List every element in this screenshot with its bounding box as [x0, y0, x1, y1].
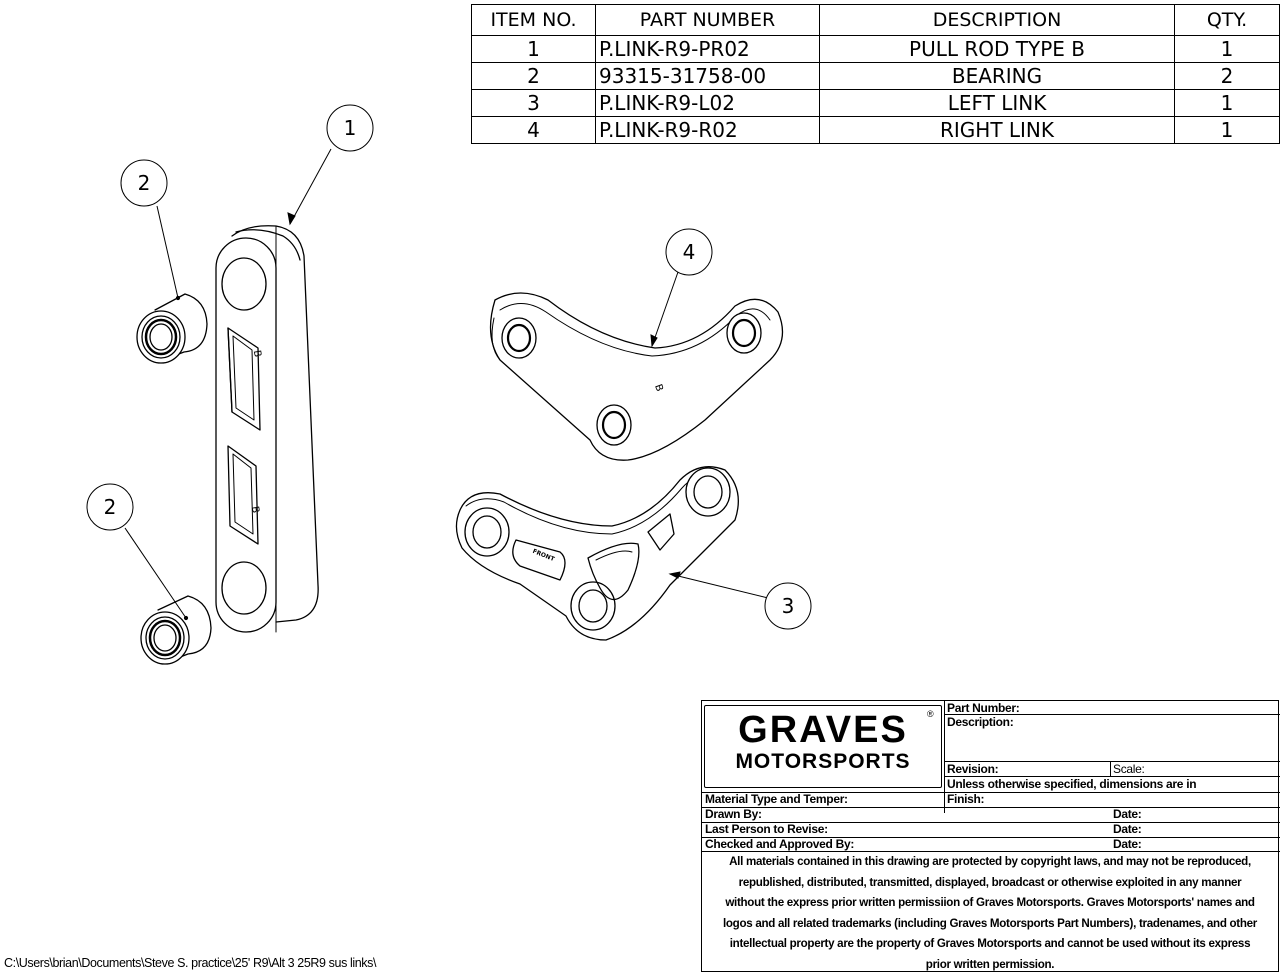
part-number-label: Part Number:: [947, 701, 1020, 715]
bom-header-part-number: PART NUMBER: [595, 4, 820, 36]
balloon-2-top-circle: [120, 159, 168, 207]
balloon-3-label: 3: [782, 594, 795, 618]
date-label: Date:: [1113, 807, 1142, 821]
bom-part-number: P.LINK-R9-L02: [595, 89, 820, 117]
tb-divider: [702, 792, 1280, 793]
registered-mark-icon: ®: [927, 709, 934, 719]
bearing-bottom-part: [140, 595, 212, 665]
balloon-3-circle: [764, 582, 812, 630]
bom-description: LEFT LINK: [819, 89, 1175, 117]
bom-qty: 1: [1174, 89, 1280, 117]
bom-row: 3 P.LINK-R9-L02 LEFT LINK 1: [471, 89, 1280, 117]
units-note: Unless otherwise specified, dimensions a…: [947, 777, 1197, 791]
logo-graves-text: GRAVES: [738, 709, 908, 751]
description-label: Description:: [947, 715, 1014, 729]
bill-of-materials-table: ITEM NO. PART NUMBER DESCRIPTION QTY. 1 …: [471, 4, 1280, 144]
leader-2-bottom: [124, 527, 187, 619]
copyright-notice: All materials contained in this drawing …: [702, 852, 1278, 975]
tb-divider: [1110, 761, 1111, 776]
copyright-line: without the express prior written permis…: [725, 896, 1255, 909]
leader-1: [289, 148, 332, 225]
leader-2-bottom-dot: [183, 615, 189, 621]
copyright-line: republished, distributed, transmitted, d…: [738, 875, 1242, 889]
bom-row: 4 P.LINK-R9-R02 RIGHT LINK 1: [471, 116, 1280, 144]
title-block: GRAVES MOTORSPORTS ® Part Number: Descri…: [701, 700, 1280, 975]
balloon-2-bottom-label: 2: [104, 495, 117, 519]
balloon-4-label: 4: [683, 240, 696, 264]
logo-motorsports-text: MOTORSPORTS: [735, 750, 911, 773]
bom-description: PULL ROD TYPE B: [819, 35, 1175, 63]
graves-logo: GRAVES MOTORSPORTS ®: [704, 705, 942, 788]
pull-rod-b-mark-2: B: [249, 505, 261, 514]
balloon-4-circle: [665, 228, 713, 276]
tb-divider: [944, 776, 1280, 777]
bom-row: 1 P.LINK-R9-PR02 PULL ROD TYPE B 1: [471, 35, 1280, 63]
copyright-line: intellectual property are the property o…: [729, 937, 1251, 950]
pull-rod-b-mark-1: B: [251, 349, 263, 358]
revision-label: Revision:: [947, 762, 999, 776]
copyright-line: logos and all related trademarks (includ…: [722, 916, 1258, 930]
tb-divider: [944, 798, 945, 813]
leader-2-top-dot: [175, 295, 181, 301]
file-path: C:\Users\brian\Documents\Steve S. practi…: [4, 956, 377, 970]
balloon-2-bottom-circle: [86, 483, 134, 531]
right-link-b-mark: B: [652, 383, 665, 393]
last-revise-label: Last Person to Revise:: [705, 822, 828, 836]
bom-header-item: ITEM NO.: [471, 4, 596, 36]
bom-item: 2: [471, 62, 596, 90]
balloon-2-top-label: 2: [138, 171, 151, 195]
leader-3-arrow: [668, 571, 681, 579]
bom-header-description: DESCRIPTION: [819, 4, 1175, 36]
leader-3: [669, 573, 769, 599]
bom-part-number: P.LINK-R9-R02: [595, 116, 820, 144]
bom-header-qty: QTY.: [1174, 4, 1280, 36]
balloon-1-label: 1: [344, 116, 357, 140]
bom-item: 4: [471, 116, 596, 144]
tb-divider: [702, 851, 1280, 852]
right-link-part: [489, 292, 784, 461]
bom-description: RIGHT LINK: [819, 116, 1175, 144]
leader-4-arrow: [650, 334, 658, 348]
tb-divider: [944, 714, 1280, 715]
balloon-1-circle: [326, 104, 374, 152]
date-label: Date:: [1113, 822, 1142, 836]
left-link-part: [455, 466, 739, 641]
bom-row: 2 93315-31758-00 BEARING 2: [471, 62, 1280, 90]
pull-rod-part: [215, 225, 319, 633]
bom-description: BEARING: [819, 62, 1175, 90]
bearing-top-part: [136, 293, 208, 364]
bom-qty: 1: [1174, 116, 1280, 144]
leader-1-arrow: [287, 212, 296, 226]
leader-2-top: [156, 205, 179, 299]
tb-divider: [944, 701, 945, 798]
copyright-line: prior written permission.: [925, 957, 1055, 971]
tb-divider: [702, 837, 1280, 838]
bom-qty: 1: [1174, 35, 1280, 63]
bom-qty: 2: [1174, 62, 1280, 90]
bom-part-number: 93315-31758-00: [595, 62, 820, 90]
bom-header-row: ITEM NO. PART NUMBER DESCRIPTION QTY.: [471, 4, 1280, 36]
tb-divider: [944, 761, 1280, 762]
date-label: Date:: [1113, 837, 1142, 851]
bom-item: 1: [471, 35, 596, 63]
tb-divider: [702, 807, 1280, 808]
tb-divider: [702, 822, 1280, 823]
drawn-by-label: Drawn By:: [705, 807, 762, 821]
checked-label: Checked and Approved By:: [705, 837, 855, 851]
copyright-line: All materials contained in this drawing …: [729, 855, 1251, 868]
bom-part-number: P.LINK-R9-PR02: [595, 35, 820, 63]
finish-label: Finish:: [947, 792, 985, 806]
scale-label: Scale:: [1113, 762, 1145, 776]
leader-4: [651, 271, 679, 347]
bom-item: 3: [471, 89, 596, 117]
material-label: Material Type and Temper:: [705, 792, 848, 806]
